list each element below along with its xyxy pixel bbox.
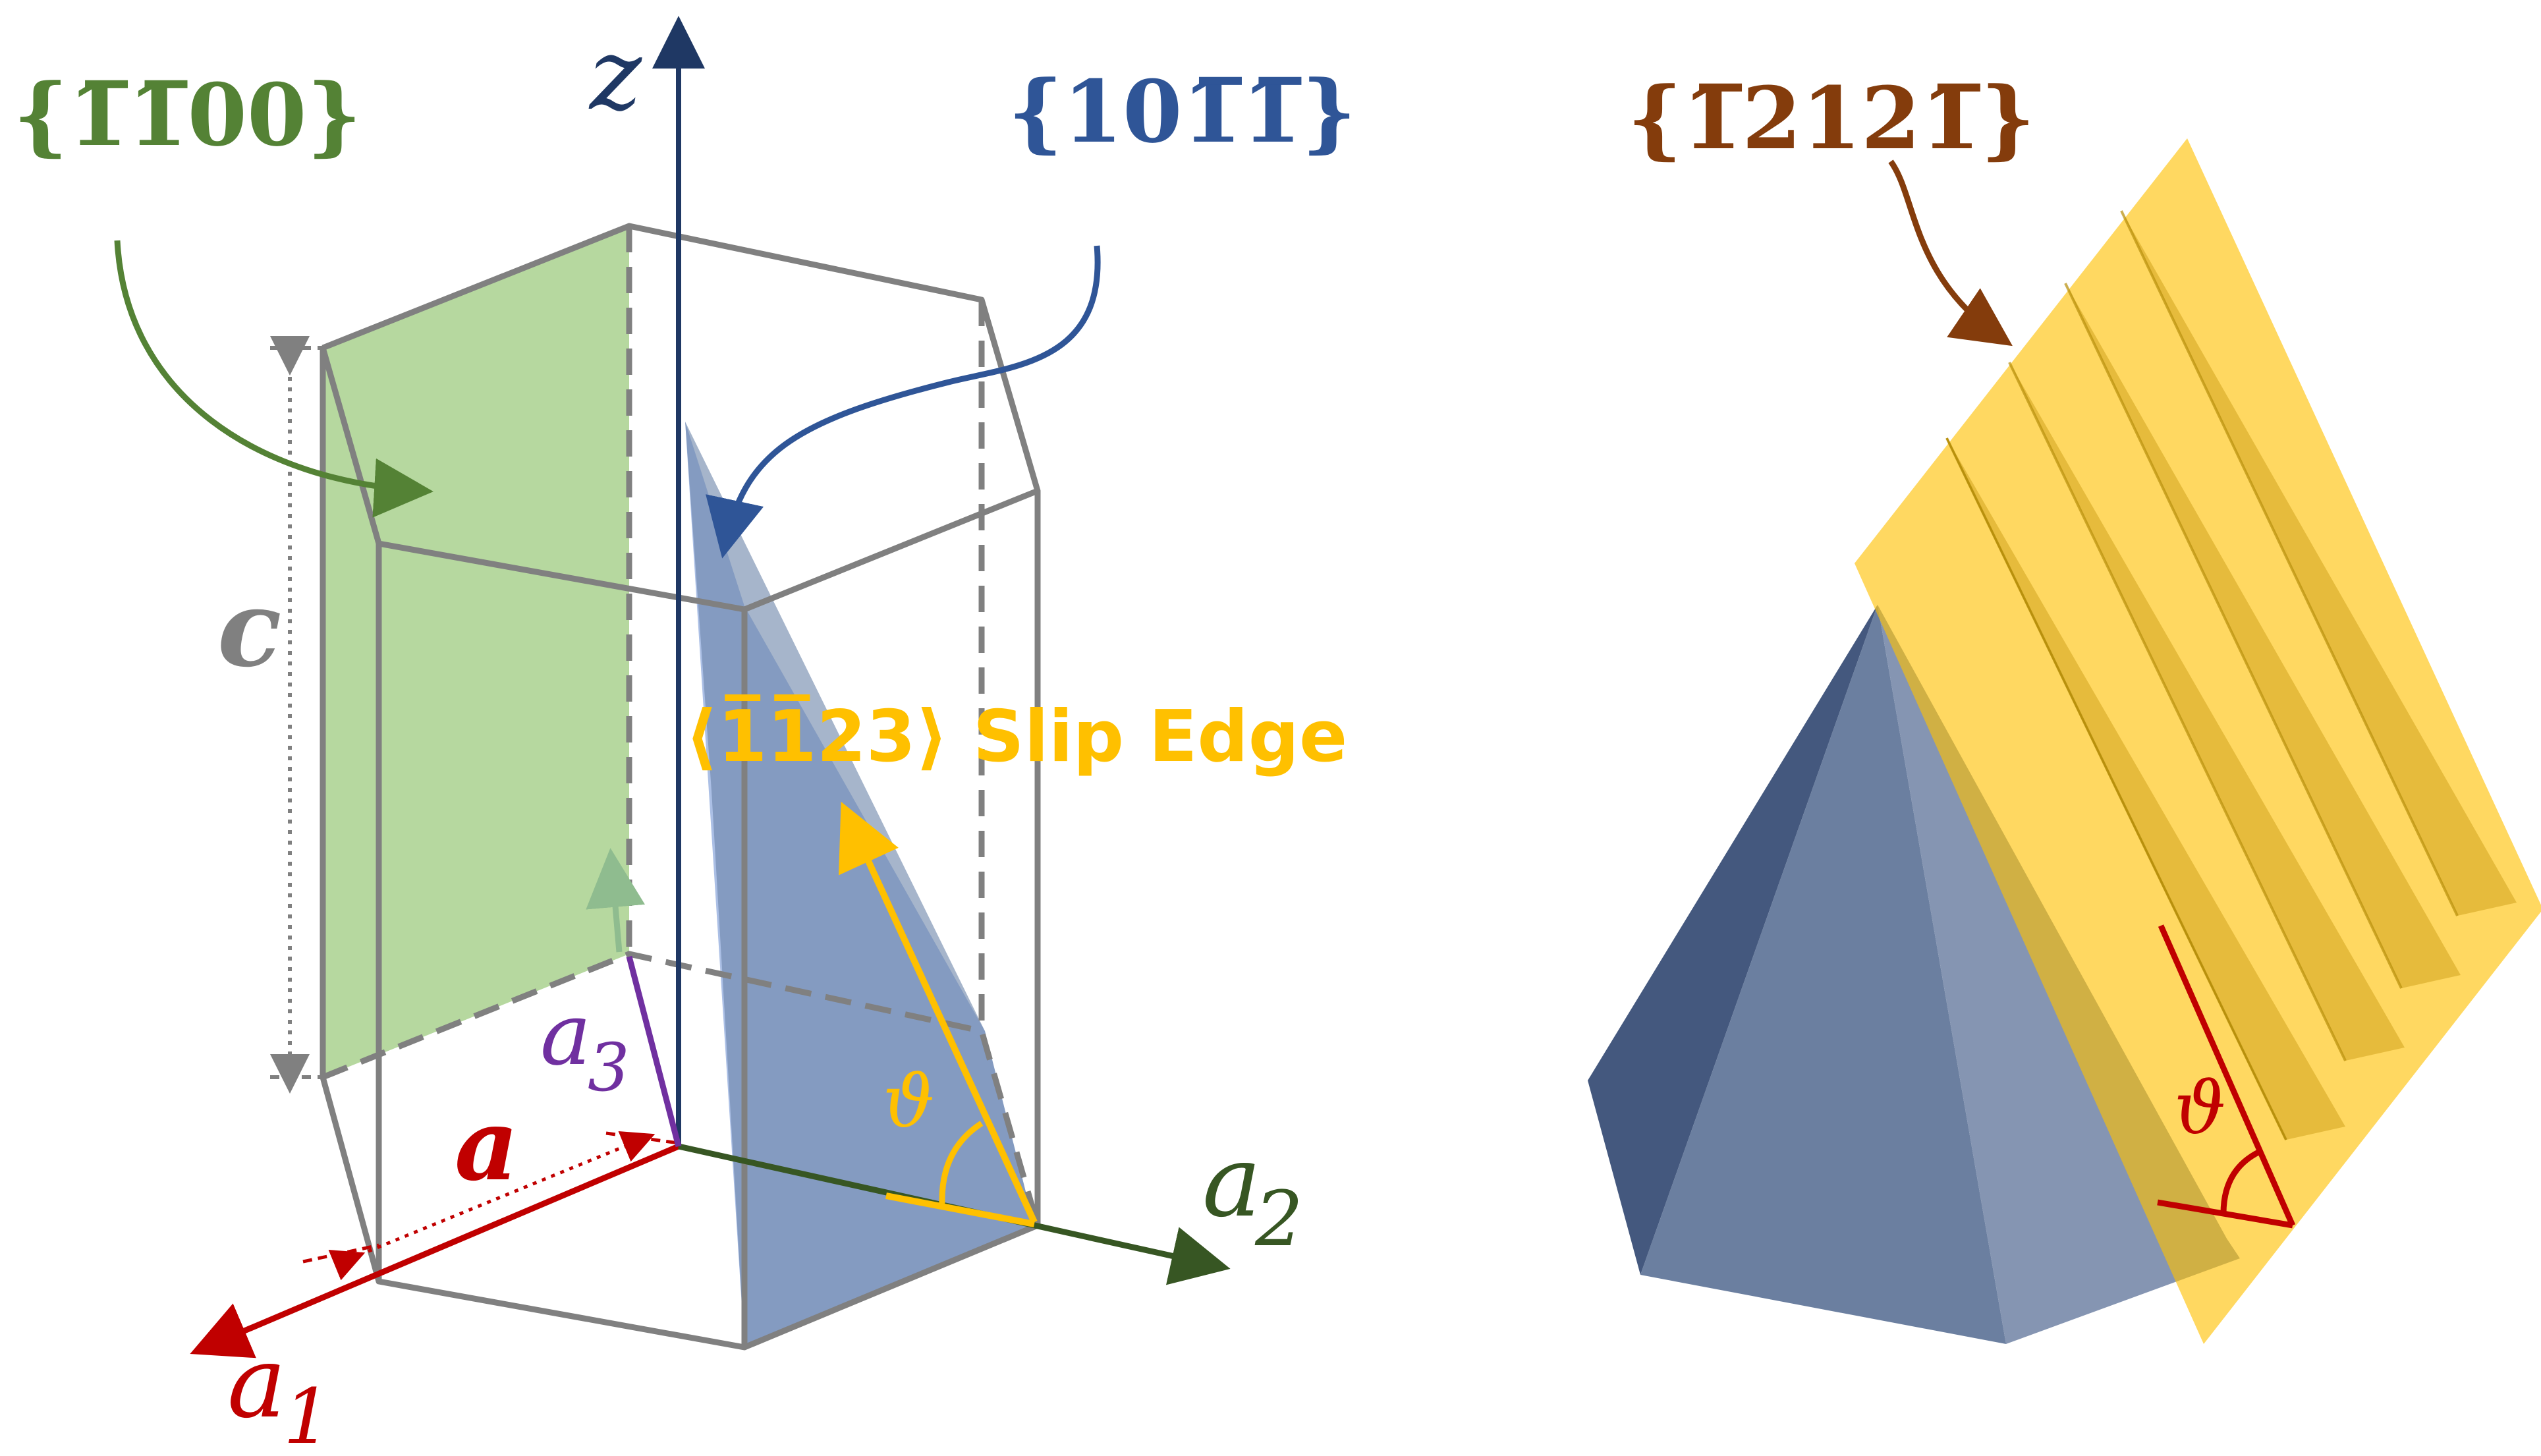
prism-plane-pointer xyxy=(114,240,433,518)
prism-plane-label: {1̅1̅00} xyxy=(13,65,362,165)
a3-label-main: a xyxy=(540,984,592,1084)
pyramidal-plane-shade xyxy=(685,422,1034,1347)
a3-ghost-arrow xyxy=(586,848,645,953)
second-order-plane-fill xyxy=(1855,138,2541,1344)
a-tick-right xyxy=(605,1131,679,1145)
ridge-4 xyxy=(2121,211,2517,916)
ridge-3 xyxy=(2065,283,2461,988)
slip-edge-arrow xyxy=(838,801,1038,1224)
a3-label: a 3 xyxy=(540,984,630,1106)
slip-edge-label: ⟨1̅1̅23⟩ Slip Edge xyxy=(685,693,1347,778)
a-dimension-line xyxy=(328,1131,656,1281)
a1-axis xyxy=(190,1143,680,1358)
ridge-line-3 xyxy=(2064,283,2403,989)
ridge-line-1 xyxy=(1945,437,2287,1140)
c-label: c xyxy=(217,567,281,690)
theta-line-right-a xyxy=(2158,924,2296,1227)
ridge-line-2 xyxy=(2008,362,2347,1061)
second-order-plane-label: {1̅2121̅} xyxy=(1627,68,2035,169)
ridge-2 xyxy=(2009,362,2405,1061)
slip-edge-baseline xyxy=(885,1192,1035,1227)
pyramidal-plane-pointer xyxy=(706,245,1101,559)
a-tick-left xyxy=(302,1243,379,1264)
theta-left-label: ϑ xyxy=(883,1059,935,1144)
a1-label-main: a xyxy=(227,1326,286,1440)
theta-arc-left xyxy=(939,1121,984,1204)
pyramid-figure xyxy=(1588,138,2541,1344)
ridge-line-4 xyxy=(2120,210,2459,916)
prism-plane-fill xyxy=(323,226,629,1077)
a2-label-main: a xyxy=(1202,1125,1261,1239)
ridge-1 xyxy=(1947,438,2345,1140)
theta-arc-right xyxy=(2220,1148,2262,1214)
a2-label-sub: 2 xyxy=(1254,1175,1303,1264)
theta-right-label: ϑ xyxy=(2174,1066,2226,1150)
theta-line-right-b xyxy=(2157,1199,2293,1229)
pyramidal-plane-label: {101̅1̅} xyxy=(1008,61,1356,162)
pyramid-face-left xyxy=(1588,605,1878,1275)
a1-label-sub: 1 xyxy=(283,1373,331,1456)
a2-label: a 2 xyxy=(1202,1125,1303,1264)
z-axis-label: z xyxy=(588,18,642,132)
a1-label: a 1 xyxy=(227,1326,331,1456)
a-label: a xyxy=(455,1087,518,1203)
hexagonal-prism xyxy=(114,16,1231,1358)
second-order-plane-pointer xyxy=(1888,159,2013,347)
pyramid-face-front xyxy=(1640,605,2006,1344)
a3-axis xyxy=(626,955,682,1148)
bottom-hidden-edges xyxy=(321,951,1041,1227)
a3-label-sub: 3 xyxy=(588,1029,630,1106)
